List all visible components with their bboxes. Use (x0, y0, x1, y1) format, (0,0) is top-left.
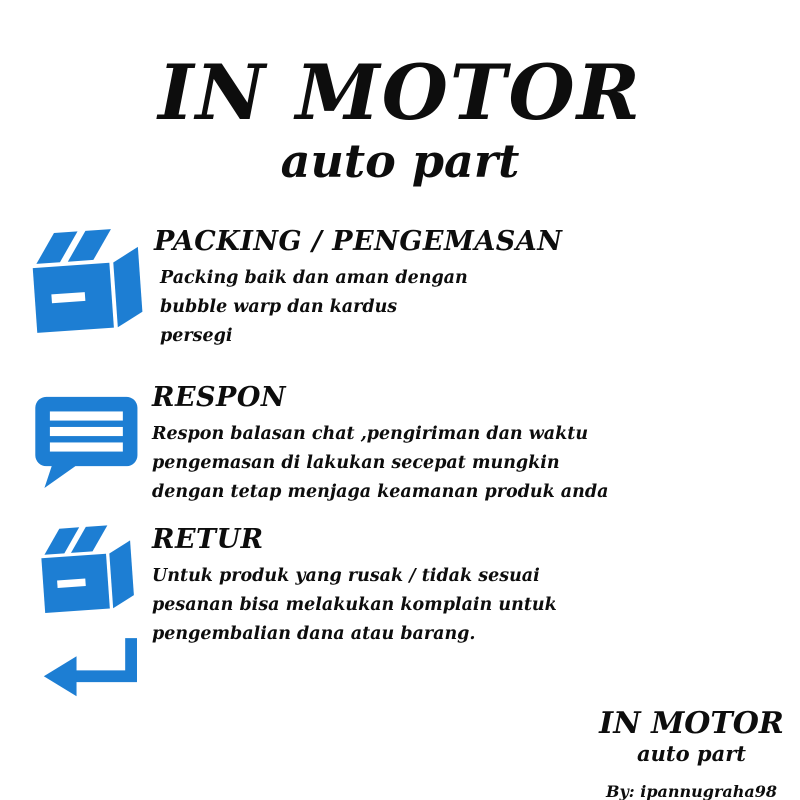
return-arrow-icon (42, 632, 142, 706)
footer-brand-title: IN MOTOR (599, 706, 784, 741)
section-respon: RESPON Respon balasan chat ,pengiriman d… (152, 382, 608, 507)
section-heading: RESPON (152, 382, 287, 413)
section-packing: PACKING / PENGEMASAN Packing baik dan am… (154, 226, 562, 351)
footer-brand-subtitle: auto part (637, 741, 746, 766)
section-body: Packing baik dan aman dengan bubble warp… (160, 264, 562, 351)
section-retur: RETUR Untuk produk yang rusak / tidak se… (152, 524, 557, 649)
body-line: persegi (160, 326, 233, 346)
section-heading: PACKING / PENGEMASAN (154, 226, 563, 257)
section-body: Respon balasan chat ,pengiriman dan wakt… (152, 420, 608, 507)
footer: IN MOTOR auto part By: ipannugraha98 (599, 706, 784, 800)
section-heading: RETUR (152, 524, 264, 555)
body-line: pesanan bisa melakukan komplain untuk (152, 595, 557, 615)
body-line: pengemasan di lakukan secepat mungkin (152, 453, 560, 473)
footer-byline: By: ipannugraha98 (605, 782, 778, 800)
body-line: bubble warp dan kardus (160, 297, 398, 317)
body-line: Packing baik dan aman dengan (160, 268, 468, 288)
package-box-icon (24, 220, 152, 344)
brand-subtitle: auto part (280, 134, 520, 188)
brand-title: IN MOTOR (158, 48, 642, 137)
body-line: pengembalian dana atau barang. (152, 624, 476, 644)
section-body: Untuk produk yang rusak / tidak sesuai p… (152, 562, 557, 649)
chat-bubble-icon (28, 384, 142, 500)
body-line: Respon balasan chat ,pengiriman dan wakt… (152, 424, 589, 444)
body-line: Untuk produk yang rusak / tidak sesuai (152, 566, 540, 586)
body-line: dengan tetap menjaga keamanan produk and… (152, 482, 609, 502)
package-box-icon (34, 518, 142, 622)
